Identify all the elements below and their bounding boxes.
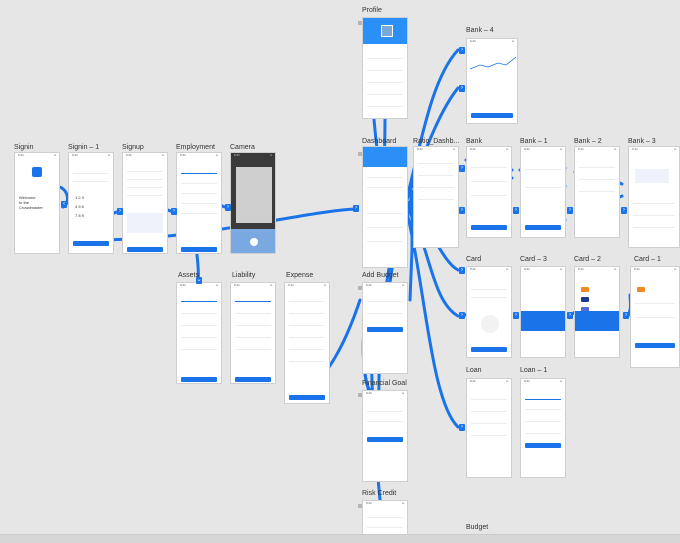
chevron-right-icon[interactable]: ›	[225, 204, 231, 211]
artboard-label-bank2: Bank – 2	[574, 138, 602, 145]
square-anchor-icon[interactable]	[358, 504, 362, 508]
artboard-label-card1: Card – 1	[634, 256, 661, 263]
artboard-card3[interactable]: 9:41▪▪	[520, 266, 566, 358]
artboard-expense[interactable]: 9:41▪▪	[284, 282, 330, 404]
chevron-right-icon[interactable]: ›	[459, 207, 465, 214]
artboard-label-card: Card	[466, 256, 482, 263]
artboard-financialgoal[interactable]: 9:41▪▪	[362, 390, 408, 482]
artboard-profile[interactable]	[362, 17, 408, 119]
artboard-loan[interactable]: 9:41▪▪	[466, 378, 512, 478]
chevron-right-icon[interactable]: ‹	[61, 201, 67, 208]
artboard-label-assets: Assets	[178, 272, 200, 279]
square-anchor-icon[interactable]	[358, 393, 362, 397]
chevron-right-icon[interactable]: ›	[459, 424, 465, 431]
artboard-label-dashboard: Dashboard	[362, 138, 397, 145]
artboard-label-profile: Profile	[362, 7, 382, 14]
artboard-label-camera: Camera	[230, 144, 255, 151]
artboard-label-loan: Loan	[466, 367, 482, 374]
chevron-right-icon[interactable]: ›	[567, 312, 573, 319]
chevron-right-icon[interactable]: ›	[459, 47, 465, 54]
artboard-label-liability: Liability	[232, 272, 256, 279]
artboard-label-bank4: Bank – 4	[466, 27, 494, 34]
square-anchor-icon[interactable]	[358, 152, 362, 156]
chevron-right-icon[interactable]: ›	[459, 267, 465, 274]
artboard-employment[interactable]: 9:41▪▪	[176, 152, 222, 254]
artboard-label-signin1: Signin – 1	[68, 144, 100, 151]
artboard-label-bank: Bank	[466, 138, 482, 145]
line-chart-thumb	[470, 56, 516, 70]
artboard-signup[interactable]: 9:41▪▪	[122, 152, 168, 254]
artboard-label-financialgoal: Financial Goal	[362, 380, 407, 387]
chevron-right-icon[interactable]: ›	[459, 312, 465, 319]
artboard-label-signup: Signup	[122, 144, 144, 151]
artboard-camera[interactable]: 9:41▪▪	[230, 152, 276, 254]
artboard-liability[interactable]: 9:41▪▪	[230, 282, 276, 384]
artboard-card[interactable]: 9:41▪▪	[466, 266, 512, 358]
artboard-bank2[interactable]: 9:41▪▪	[574, 146, 620, 238]
artboard-bank3[interactable]: 9:41▪▪	[628, 146, 680, 248]
artboard-label-expense: Expense	[286, 272, 314, 279]
artboard-card2[interactable]: 9:41▪▪	[574, 266, 620, 358]
artboard-label-signin: Signin	[14, 144, 34, 151]
artboard-bank1[interactable]: 9:41▪▪	[520, 146, 566, 238]
artboard-label-bank3: Bank – 3	[628, 138, 656, 145]
canvas-bottom-bar	[0, 534, 680, 543]
artboard-bank4[interactable]: 9:41▪▪	[466, 38, 518, 124]
artboard-addbudget[interactable]: 9:41▪▪	[362, 282, 408, 374]
square-anchor-icon[interactable]	[358, 286, 362, 290]
square-anchor-icon[interactable]	[358, 21, 362, 25]
artboard-label-riskcredit: Risk Credit	[362, 490, 397, 497]
chevron-right-icon[interactable]: ›	[459, 165, 465, 172]
artboard-ratio[interactable]: 9:41▪▪	[413, 146, 459, 248]
artboard-card1[interactable]: 9:41▪▪	[630, 266, 680, 368]
chevron-right-icon[interactable]: ›	[513, 312, 519, 319]
artboard-label-ratio: Ratio_Dashb...	[413, 138, 460, 145]
artboard-label-employment: Employment	[176, 144, 215, 151]
artboard-assets[interactable]: 9:41▪▪	[176, 282, 222, 384]
chevron-right-icon[interactable]: ›	[623, 312, 629, 319]
chevron-right-icon[interactable]: ›	[171, 208, 177, 215]
chevron-right-icon[interactable]: ›	[353, 205, 359, 212]
chevron-right-icon[interactable]: ›	[459, 85, 465, 92]
artboard-label-card3: Card – 3	[520, 256, 547, 263]
chevron-right-icon[interactable]: ›	[117, 208, 123, 215]
artboard-bank[interactable]: 9:41▪▪	[466, 146, 512, 238]
app-logo-icon	[32, 167, 42, 177]
shutter-button[interactable]	[250, 238, 258, 246]
avatar	[381, 25, 393, 37]
artboard-label-budget: Budget	[466, 524, 489, 531]
chevron-right-icon[interactable]: ›	[567, 207, 573, 214]
artboard-label-card2: Card – 2	[574, 256, 601, 263]
artboard-label-bank1: Bank – 1	[520, 138, 548, 145]
chevron-right-icon[interactable]: ›	[621, 207, 627, 214]
chevron-right-icon[interactable]: ⌄	[196, 277, 202, 284]
chevron-right-icon[interactable]: ›	[513, 207, 519, 214]
artboard-loan1[interactable]: 9:41▪▪	[520, 378, 566, 478]
artboard-dashboard[interactable]	[362, 146, 408, 268]
artboard-label-addbudget: Add Budget	[362, 272, 399, 279]
artboard-label-loan1: Loan – 1	[520, 367, 548, 374]
